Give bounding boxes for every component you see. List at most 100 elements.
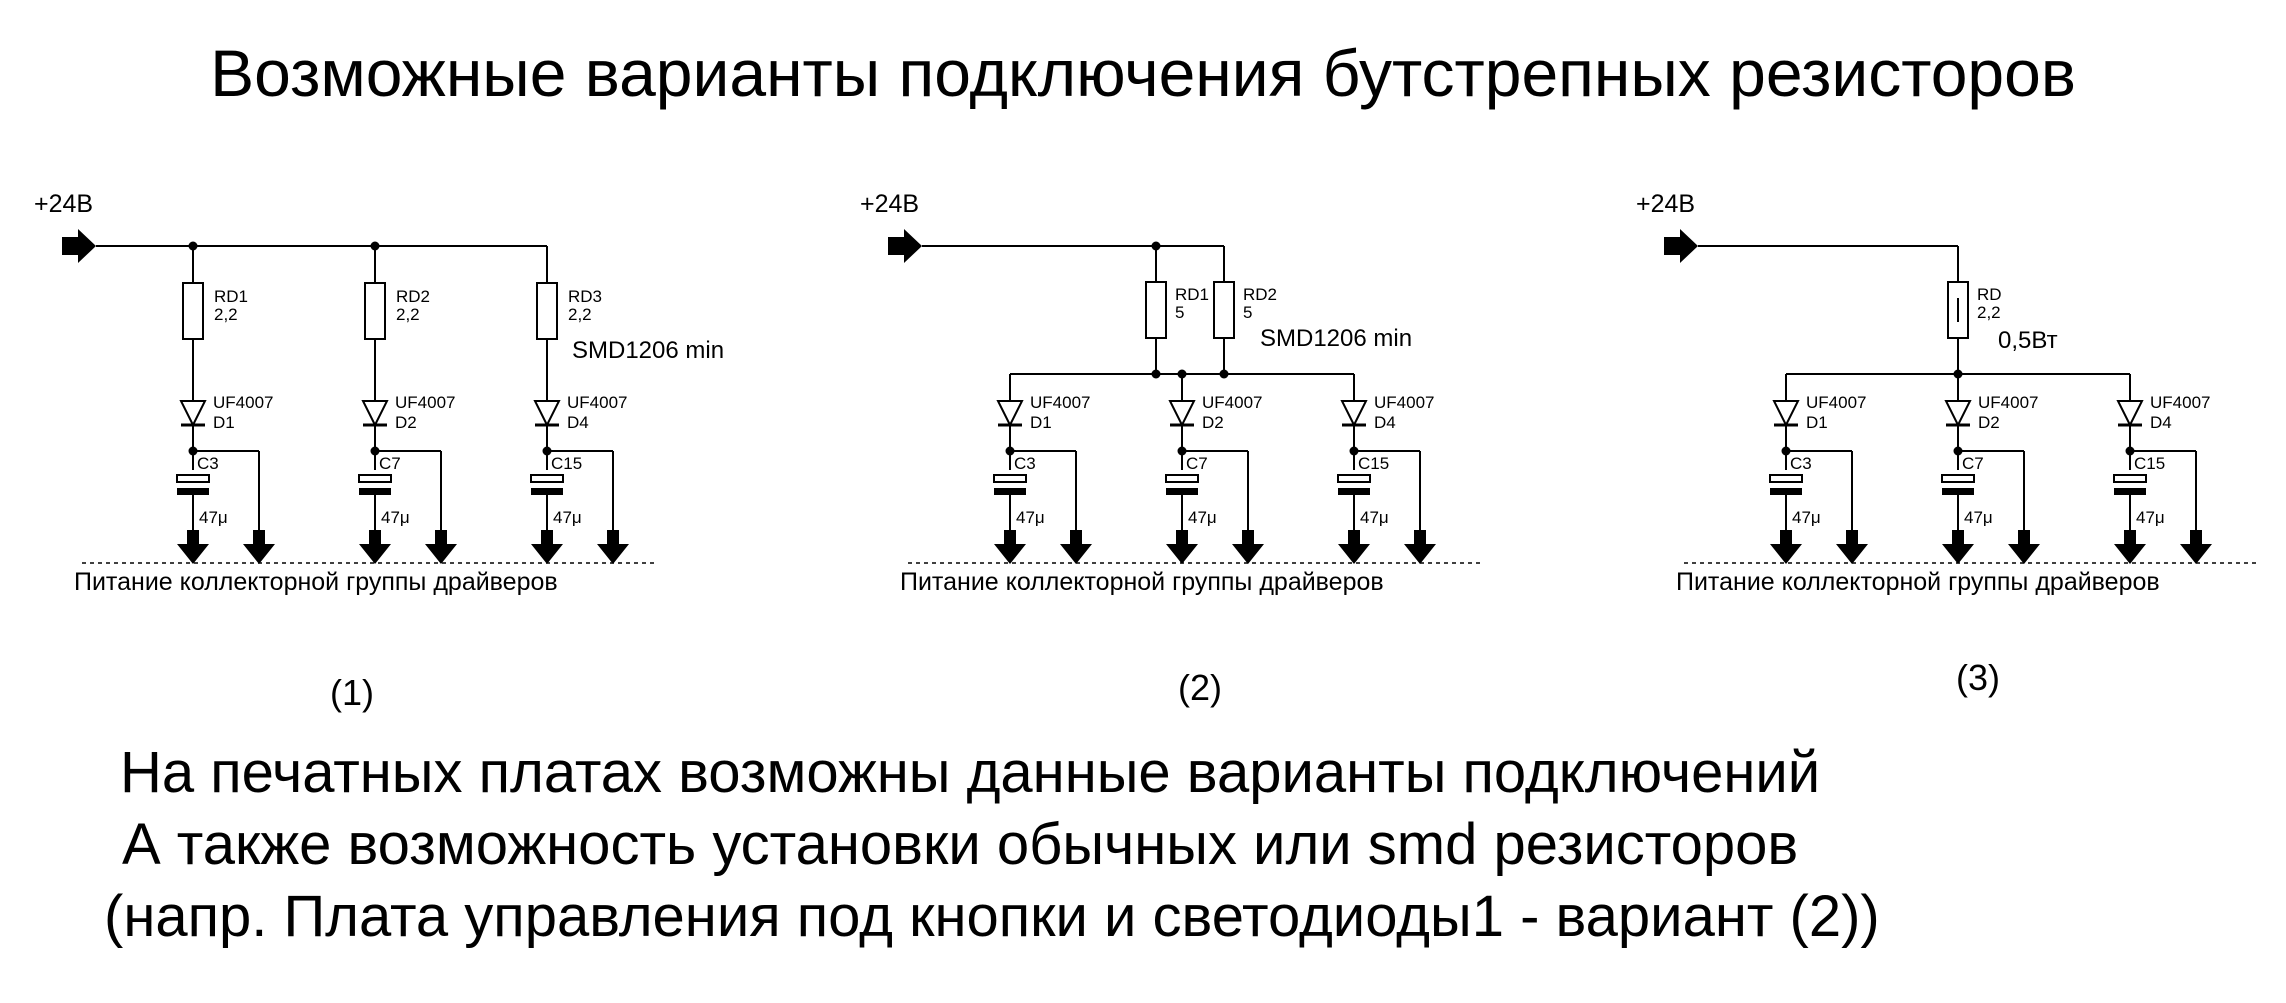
capacitor-ref: C15: [551, 454, 582, 473]
resistor-ref: RD2: [1243, 285, 1277, 304]
resistor-ref: RD3: [568, 287, 602, 306]
output-arrow-bootstrap: [1166, 530, 1198, 564]
diode-type: UF4007: [213, 393, 273, 412]
capacitor-value: 47μ: [1188, 508, 1217, 527]
input-arrow: [888, 229, 922, 263]
supply-label: +24B: [34, 190, 93, 218]
capacitor-plate-negative: [359, 488, 391, 495]
note-line-1: На печатных платах возможны данные вариа…: [120, 740, 1821, 805]
capacitor-value: 47μ: [553, 508, 582, 527]
capacitor-plate-positive: [530, 474, 564, 483]
diode: [179, 400, 207, 428]
diode-type: UF4007: [1978, 393, 2038, 412]
capacitor-value: 47μ: [381, 508, 410, 527]
diode-ref: D1: [213, 413, 235, 432]
output-arrow-bootstrap: [531, 530, 563, 564]
diode-ref: D2: [1978, 413, 2000, 432]
capacitor-plate-positive: [1769, 474, 1803, 483]
capacitor-plate-negative: [1942, 488, 1974, 495]
diode-type: UF4007: [1374, 393, 1434, 412]
capacitor-plate-positive: [2113, 474, 2147, 483]
capacitor-ref: C3: [1014, 454, 1036, 473]
page-title: Возможные варианты подключения бутстрепн…: [210, 36, 2076, 110]
resistor: [1213, 281, 1235, 339]
diode-ref: D1: [1806, 413, 1828, 432]
capacitor-ref: C7: [379, 454, 401, 473]
resistor-note: SMD1206 min: [1260, 325, 1412, 352]
variant-label: (3): [1956, 657, 2000, 698]
diode: [1772, 400, 1800, 428]
resistor-value: 2,2: [396, 305, 420, 324]
diode-ref: D1: [1030, 413, 1052, 432]
diode: [361, 400, 389, 428]
capacitor-value: 47μ: [1360, 508, 1389, 527]
diode-type: UF4007: [1806, 393, 1866, 412]
diode-type: UF4007: [1030, 393, 1090, 412]
resistor-value: 2,2: [568, 305, 592, 324]
bus-label: Питание коллекторной группы драйверов: [1676, 568, 2160, 596]
output-arrow-emitter: [243, 530, 275, 564]
resistor-ref: RD: [1977, 285, 2002, 304]
capacitor-plate-negative: [994, 488, 1026, 495]
resistor-ref: RD1: [214, 287, 248, 306]
diode: [996, 400, 1024, 428]
variant-label: (2): [1178, 667, 1222, 708]
output-arrow-emitter: [1060, 530, 1092, 564]
output-arrow-emitter: [1836, 530, 1868, 564]
note-line-3: (напр. Плата управления под кнопки и све…: [104, 884, 1880, 949]
diode-type: UF4007: [395, 393, 455, 412]
output-arrow-emitter: [2008, 530, 2040, 564]
diode-ref: D4: [1374, 413, 1396, 432]
capacitor-value: 47μ: [1792, 508, 1821, 527]
note-line-2: А также возможность установки обычных ил…: [122, 812, 1799, 877]
diode: [1340, 400, 1368, 428]
output-arrow-bootstrap: [1942, 530, 1974, 564]
capacitor-value: 47μ: [199, 508, 228, 527]
diode-type: UF4007: [567, 393, 627, 412]
resistor-note: SMD1206 min: [572, 337, 724, 364]
capacitor-plate-negative: [177, 488, 209, 495]
input-arrow: [62, 229, 96, 263]
capacitor-ref: C7: [1962, 454, 1984, 473]
diode: [533, 400, 561, 428]
resistor-note: 0,5Вт: [1998, 327, 2058, 354]
capacitor-value: 47μ: [1964, 508, 1993, 527]
output-arrow-bootstrap: [177, 530, 209, 564]
resistor-value: 5: [1175, 303, 1184, 322]
resistor-value: 2,2: [1977, 303, 2001, 322]
diode-type: UF4007: [1202, 393, 1262, 412]
bus-label: Питание коллекторной группы драйверов: [74, 568, 558, 596]
resistor: [182, 282, 204, 340]
capacitor-ref: C15: [1358, 454, 1389, 473]
output-arrow-bootstrap: [359, 530, 391, 564]
diode-ref: D4: [2150, 413, 2172, 432]
capacitor-ref: C3: [1790, 454, 1812, 473]
capacitor-plate-negative: [2114, 488, 2146, 495]
resistor-value: 2,2: [214, 305, 238, 324]
input-arrow: [1664, 229, 1698, 263]
output-arrow-emitter: [2180, 530, 2212, 564]
output-arrow-emitter: [1232, 530, 1264, 564]
capacitor-plate-negative: [1338, 488, 1370, 495]
output-arrow-bootstrap: [994, 530, 1026, 564]
capacitor-plate-positive: [1337, 474, 1371, 483]
variant-label: (1): [330, 672, 374, 713]
capacitor-plate-positive: [358, 474, 392, 483]
capacitor-value: 47μ: [1016, 508, 1045, 527]
capacitor-plate-positive: [1165, 474, 1199, 483]
diode-type: UF4007: [2150, 393, 2210, 412]
diode: [2116, 400, 2144, 428]
capacitor-ref: C3: [197, 454, 219, 473]
resistor: [364, 282, 386, 340]
variant-3: +24BRD2,20,5ВтUF4007D1C347μUF4007D2C747μ…: [1636, 190, 2256, 698]
capacitor-plate-positive: [176, 474, 210, 483]
resistor-value: 5: [1243, 303, 1252, 322]
output-arrow-bootstrap: [1770, 530, 1802, 564]
capacitor-plate-negative: [531, 488, 563, 495]
diode-ref: D2: [1202, 413, 1224, 432]
capacitor-plate-negative: [1770, 488, 1802, 495]
output-arrow-emitter: [597, 530, 629, 564]
